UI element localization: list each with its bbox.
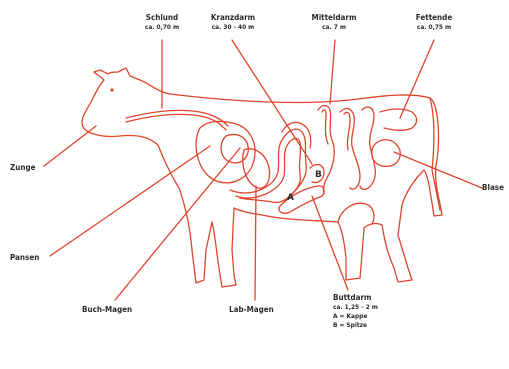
- reticulum-shape: [221, 134, 248, 162]
- leader-buttdarm: [312, 196, 348, 290]
- leader-pansen: [50, 146, 210, 256]
- buttdarm-legend-b: B = Spitze: [333, 321, 378, 330]
- cow-eye: [110, 88, 113, 91]
- mitteldarm-name: Mitteldarm: [312, 13, 357, 22]
- label-buttdarm: Buttdarm ca. 1,25 - 2 m A = Kappe B = Sp…: [333, 292, 378, 330]
- label-pansen: Pansen: [10, 252, 39, 263]
- buch-magen-name: Buch-Magen: [82, 305, 132, 314]
- leader-labmagen: [255, 186, 256, 300]
- label-schlund: Schlund ca. 0,70 m: [140, 12, 184, 32]
- marker-a: A: [287, 193, 294, 203]
- blase-name: Blase: [482, 183, 504, 192]
- marker-b: B: [315, 170, 322, 180]
- rectum-shape: [380, 109, 417, 130]
- mitteldarm-length: ca. 7 m: [304, 23, 364, 32]
- buttdarm-length: ca. 1,25 - 2 m: [333, 303, 378, 312]
- pansen-name: Pansen: [10, 253, 39, 262]
- label-kranzdarm: Kranzdarm ca. 30 - 40 m: [203, 12, 263, 32]
- label-lab-magen: Lab-Magen: [229, 304, 274, 315]
- leader-mitteldarm: [330, 40, 335, 104]
- leader-buchmagen: [115, 148, 240, 300]
- lab-magen-name: Lab-Magen: [229, 305, 274, 314]
- kranzdarm-name: Kranzdarm: [211, 13, 255, 22]
- label-blase: Blase: [482, 182, 504, 193]
- label-mitteldarm: Mitteldarm ca. 7 m: [304, 12, 364, 32]
- leader-zunge: [44, 126, 96, 166]
- zunge-name: Zunge: [10, 163, 36, 172]
- rumen-shape: [196, 121, 255, 182]
- buttdarm-name: Buttdarm: [333, 293, 372, 302]
- cow-udder: [338, 203, 374, 224]
- schlund-length: ca. 0,70 m: [140, 23, 184, 32]
- buttdarm-legend-a: A = Kappe: [333, 312, 378, 321]
- fettende-length: ca. 0,75 m: [405, 23, 463, 32]
- schlund-name: Schlund: [146, 13, 178, 22]
- kranzdarm-length: ca. 30 - 40 m: [203, 23, 263, 32]
- cow-outline: [82, 68, 442, 287]
- label-buch-magen: Buch-Magen: [82, 304, 132, 315]
- fettende-name: Fettende: [416, 13, 452, 22]
- label-zunge: Zunge: [10, 162, 36, 173]
- leader-fettende: [400, 40, 434, 118]
- label-fettende: Fettende ca. 0,75 m: [405, 12, 463, 32]
